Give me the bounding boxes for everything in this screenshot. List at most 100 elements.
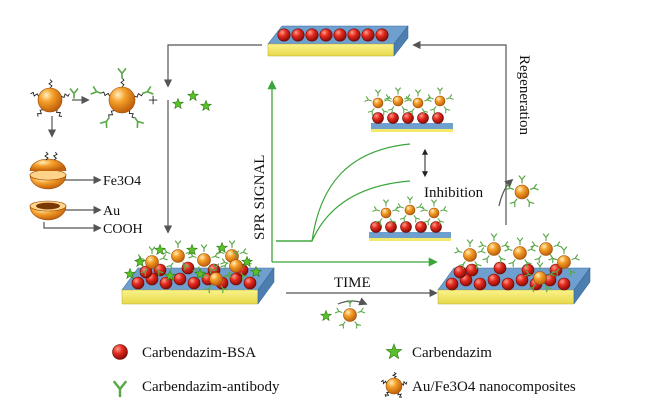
antibody-y <box>90 86 102 95</box>
nanocomposite-sphere <box>37 87 63 113</box>
antibody-y <box>367 108 375 116</box>
bsa-sphere <box>319 28 333 42</box>
antibody-y <box>552 268 560 277</box>
antibody-shape <box>159 254 168 261</box>
linker-path <box>391 372 397 379</box>
antibody-shape <box>524 259 532 268</box>
antibody-y <box>99 117 110 129</box>
time-label: TIME <box>334 275 371 291</box>
antibody-shape <box>113 380 127 398</box>
bsa-sphere <box>432 112 444 124</box>
antibody-shape <box>529 183 539 191</box>
plate-upper <box>371 123 453 132</box>
arrow-regen-curve <box>498 178 514 207</box>
plate-top <box>369 232 451 238</box>
antibody-shape <box>508 259 516 268</box>
antibody-y <box>524 270 533 277</box>
antibody-y <box>208 266 216 275</box>
carbendazim-star <box>123 267 137 280</box>
antibody-y <box>396 203 404 209</box>
antibody-shape <box>466 239 474 248</box>
antibody-y <box>446 94 454 100</box>
linker <box>384 391 390 398</box>
nanocomposite-sphere <box>392 95 404 107</box>
linker <box>61 93 70 99</box>
antibody-shape <box>416 203 424 209</box>
antibody-y <box>347 299 353 308</box>
antibody-y <box>416 203 424 209</box>
antibody-shape <box>166 262 174 271</box>
carbendazim-star <box>153 243 167 256</box>
antibody-y <box>458 261 466 270</box>
linker <box>44 151 49 161</box>
legend-antibody-label: Carbendazim-antibody <box>142 379 280 395</box>
antibody-shape <box>454 247 463 254</box>
nanocomposite-sphere <box>434 95 446 107</box>
antibody-y <box>529 183 539 191</box>
antibody-shape <box>474 261 482 270</box>
antibody-y <box>509 198 518 208</box>
carbendazim-star <box>171 97 185 110</box>
antibody-shape <box>516 237 524 246</box>
carbendazim-star <box>249 265 263 278</box>
antibody-shape <box>490 233 498 242</box>
regeneration-label: Regeneration <box>516 55 532 135</box>
antibody-shape <box>174 240 182 249</box>
nanocomposite-sphere <box>171 249 185 263</box>
bsa-sphere <box>445 277 459 291</box>
antibody-y <box>334 307 343 314</box>
bsa-sphere <box>112 344 128 360</box>
inhibition-label: Inhibition <box>424 185 484 201</box>
antibody-y <box>474 261 482 270</box>
carbendazim-star <box>163 269 177 282</box>
antibody-shape <box>367 108 375 116</box>
antibody-shape <box>117 68 127 79</box>
linker <box>134 92 144 98</box>
antibody-shape <box>401 106 409 114</box>
antibody-y <box>466 239 474 248</box>
nanocomposite-sphere <box>487 242 501 256</box>
nanocomposite-sphere <box>412 97 424 109</box>
antibody-shape <box>568 268 576 277</box>
nanocomposite-sphere <box>539 242 553 256</box>
linker <box>128 110 136 119</box>
bsa-sphere <box>400 221 412 233</box>
bsa-sphere <box>243 276 257 290</box>
antibody-y <box>553 241 562 248</box>
linker-path <box>397 392 403 398</box>
legend-nanocomposite-label: Au/Fe3O4 nanocomposites <box>412 379 576 395</box>
antibody-shape <box>426 94 434 100</box>
bsa-sphere <box>229 272 243 286</box>
antibody-shape <box>90 86 102 95</box>
bsa-sphere <box>430 221 442 233</box>
spr-signal-label: SPR SIGNAL <box>252 155 268 240</box>
antibody-shape <box>228 240 236 249</box>
antibody-shape <box>399 215 407 223</box>
antibody-y <box>505 183 515 191</box>
antibody-y <box>516 237 524 246</box>
nanocomposite-sphere <box>557 255 571 269</box>
antibody-y <box>482 255 490 264</box>
antibody-y <box>69 88 79 99</box>
antibody-y <box>399 215 407 223</box>
nanocomposite-sphere <box>404 204 416 216</box>
bsa-sphere <box>385 221 397 233</box>
spr-curve-lower <box>276 180 411 242</box>
antibody-y <box>437 87 443 95</box>
antibody-shape <box>526 198 535 208</box>
antibody-shape <box>524 270 533 277</box>
antibody-shape <box>240 272 248 281</box>
linker-path <box>37 109 44 117</box>
bsa-sphere <box>187 276 201 290</box>
linker <box>397 392 403 398</box>
linker <box>48 79 53 89</box>
antibody-shape <box>518 175 526 184</box>
linker-path <box>61 93 70 99</box>
antibody-y <box>524 259 532 268</box>
antibody-shape <box>482 255 490 264</box>
antibody-shape <box>142 86 154 95</box>
antibody-shape <box>69 88 79 99</box>
linker <box>56 109 63 117</box>
antibody-shape <box>536 262 544 271</box>
